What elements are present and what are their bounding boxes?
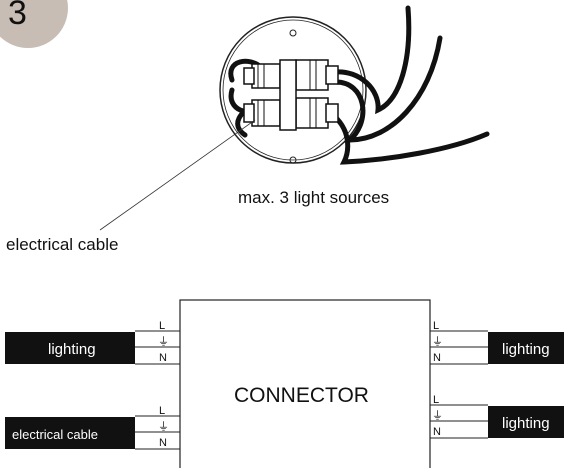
light-sources-caption: max. 3 light sources [238, 188, 389, 207]
earth-icon: ⏚ [432, 335, 443, 348]
lighting-box-left [5, 332, 135, 364]
earth-icon: ⏚ [158, 420, 169, 433]
lighting-box-right-1 [488, 332, 564, 364]
screw-hole-top-icon [289, 29, 297, 37]
connector-box [179, 299, 431, 468]
ceiling-box-illustration [99, 5, 490, 231]
lighting-box-right-2 [488, 406, 564, 438]
pin-L: L [433, 394, 439, 406]
pin-L: L [159, 405, 165, 417]
right-output-lighting-1: lighting L ⏚ N [430, 320, 564, 365]
terminal-spine-icon [279, 59, 297, 131]
pin-N: N [433, 352, 441, 364]
step-number: 3 [8, 0, 27, 32]
terminal-block-bottom-icon [243, 97, 339, 129]
screw-hole-bottom-icon [289, 156, 297, 164]
connector-label: CONNECTOR [234, 384, 369, 407]
electrical-cable-box [5, 417, 135, 449]
left-input-label-2: electrical cable [12, 427, 98, 442]
right-output-label-2: lighting [502, 415, 550, 432]
left-input-label-1: lighting [48, 341, 96, 358]
right-output-lighting-2: lighting L ⏚ N [430, 394, 564, 439]
right-output-label-1: lighting [502, 341, 550, 358]
earth-icon: ⏚ [432, 409, 443, 422]
pin-N: N [433, 426, 441, 438]
left-input-electrical-cable: electrical cable L ⏚ N [5, 405, 180, 450]
step-badge: 3 [0, 0, 68, 48]
terminal-block-top-icon [243, 59, 339, 91]
pin-N: N [159, 437, 167, 449]
cable-leader-line [99, 119, 256, 231]
electrical-cable-caption: electrical cable [6, 235, 118, 254]
pin-L: L [433, 320, 439, 332]
pin-L: L [159, 320, 165, 332]
pin-N: N [159, 352, 167, 364]
earth-icon: ⏚ [158, 335, 169, 348]
left-input-lighting: lighting L ⏚ N [5, 320, 180, 365]
